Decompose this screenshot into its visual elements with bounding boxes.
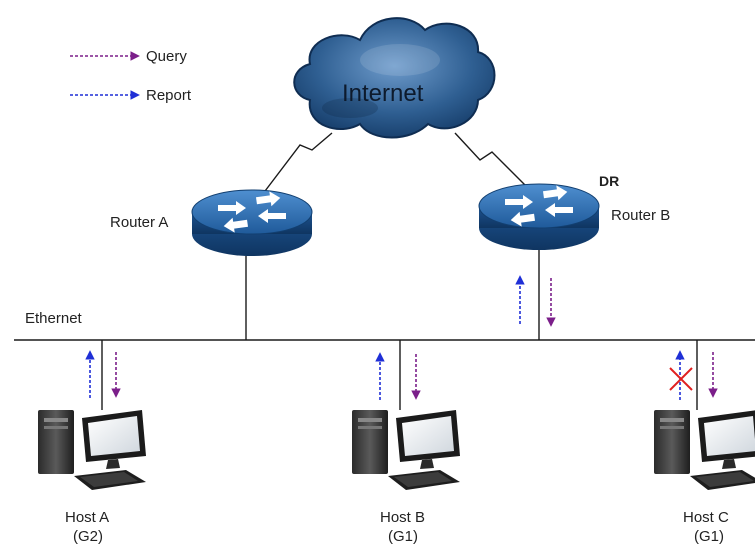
legend-report-label: Report [146,87,192,104]
router-b-icon [478,183,600,251]
host-a-group: (G2) [73,528,103,545]
host-c-label: Host C [683,509,729,526]
host-b-group: (G1) [388,528,418,545]
host-b-label: Host B [380,509,425,526]
ethernet-label: Ethernet [25,310,83,327]
host-b-computer-icon [352,410,460,490]
wan-link-router-b [454,132,531,191]
host-c-report-suppressed-icon [669,367,693,391]
internet-cloud-icon [293,17,496,139]
legend-query-label: Query [146,48,187,65]
router-a-label: Router A [110,214,168,231]
wan-link-router-a [261,132,333,196]
router-b-label: Router B [611,207,670,224]
host-a-computer-icon [38,410,146,490]
legend: Query Report [70,48,192,104]
router-b-role-badge: DR [599,173,619,189]
host-c-computer-icon [654,410,755,490]
router-a-icon [191,189,313,257]
host-a-label: Host A [65,509,109,526]
internet-label: Internet [342,80,424,107]
host-c-group: (G1) [694,528,724,545]
